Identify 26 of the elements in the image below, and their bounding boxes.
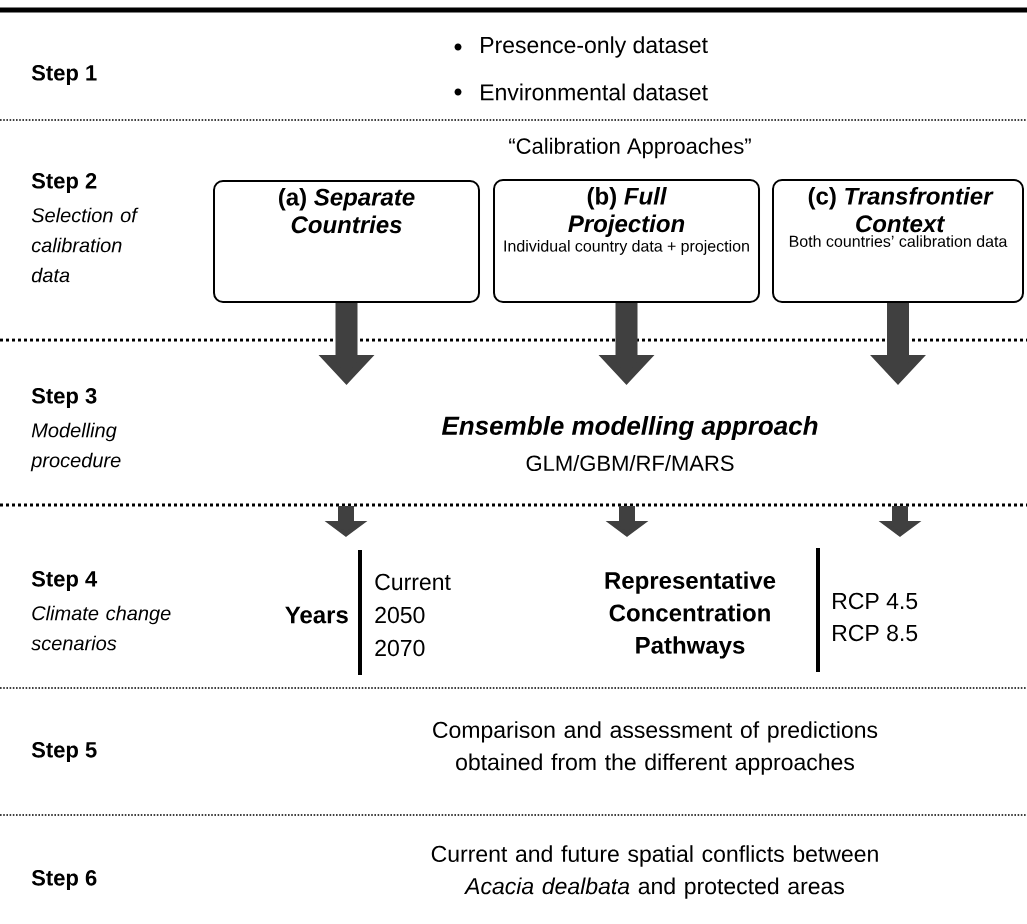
step-label: Step 6 <box>31 870 97 890</box>
scenario-item: Current <box>375 573 451 591</box>
process-text: GLM/GBM/RF/MARS <box>526 454 734 472</box>
process-box: (b) Full Projection Individual country data + projection <box>493 179 760 303</box>
category-label: Representative Concentration Pathways <box>605 571 776 659</box>
step-description: Comparison and assessment of predictions obtained from the different approaches <box>433 721 878 775</box>
step-label: Step 5 <box>31 742 97 762</box>
category-label: Years <box>285 606 348 624</box>
bullet-item: Presence-only dataset <box>481 36 708 58</box>
step-label: Step 2 <box>31 173 97 193</box>
step-label: Step 3 <box>31 388 97 408</box>
process-box: (c) Transfrontier Context Both countries’ calibration data <box>772 179 1024 303</box>
step-description: Climate change scenarios <box>31 605 171 651</box>
step-description: Selection of calibration data <box>31 207 139 283</box>
scenario-item: RCP 8.5 <box>833 624 918 642</box>
process-heading: Ensemble modelling approach <box>441 415 818 441</box>
scenario-item: 2070 <box>375 639 425 657</box>
step-description: Current and future spatial conflicts between Acacia dealbata and protected areas <box>431 845 878 899</box>
section-heading: “Calibration Approaches” <box>509 137 751 159</box>
process-box: (a) Separate Countries <box>213 180 480 303</box>
step-label: Step 1 <box>31 65 97 85</box>
bullet-item: Environmental dataset <box>481 83 708 101</box>
scenario-item: 2050 <box>375 606 425 624</box>
step-description: Modelling procedure <box>30 422 121 472</box>
step-label: Step 4 <box>31 571 98 591</box>
scenario-item: RCP 4.5 <box>833 592 918 610</box>
